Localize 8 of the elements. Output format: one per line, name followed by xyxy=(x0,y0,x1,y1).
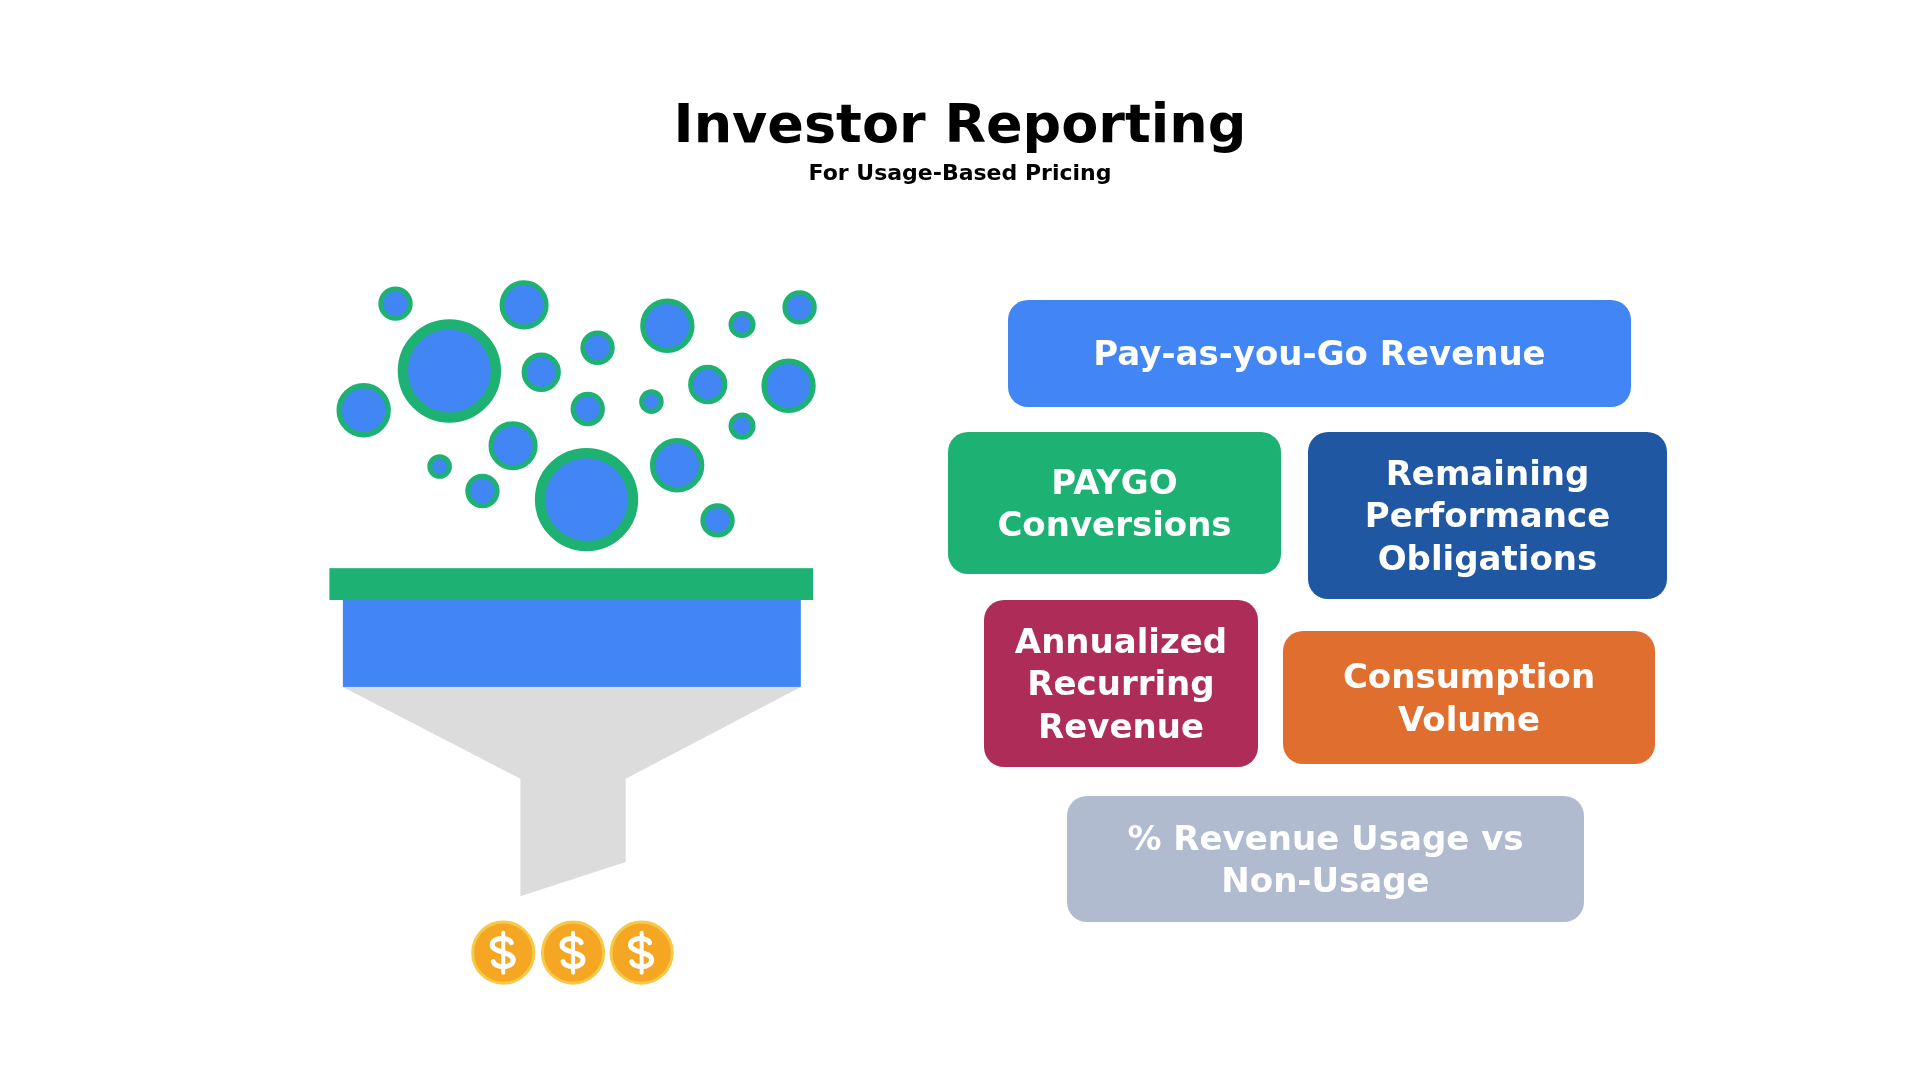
metric-box: Annualized Recurring Revenue xyxy=(984,600,1258,767)
metric-box: PAYGO Conversions xyxy=(948,432,1281,574)
subtitle: For Usage-Based Pricing xyxy=(807,160,1113,185)
metric-box: Consumption Volume xyxy=(1283,631,1655,764)
metric-box: Remaining Performance Obligations xyxy=(1308,432,1667,599)
title: Investor Reporting xyxy=(672,92,1248,155)
metric-box: Pay-as-you-Go Revenue xyxy=(1008,300,1631,407)
metric-box: % Revenue Usage vs Non-Usage xyxy=(1067,796,1584,922)
